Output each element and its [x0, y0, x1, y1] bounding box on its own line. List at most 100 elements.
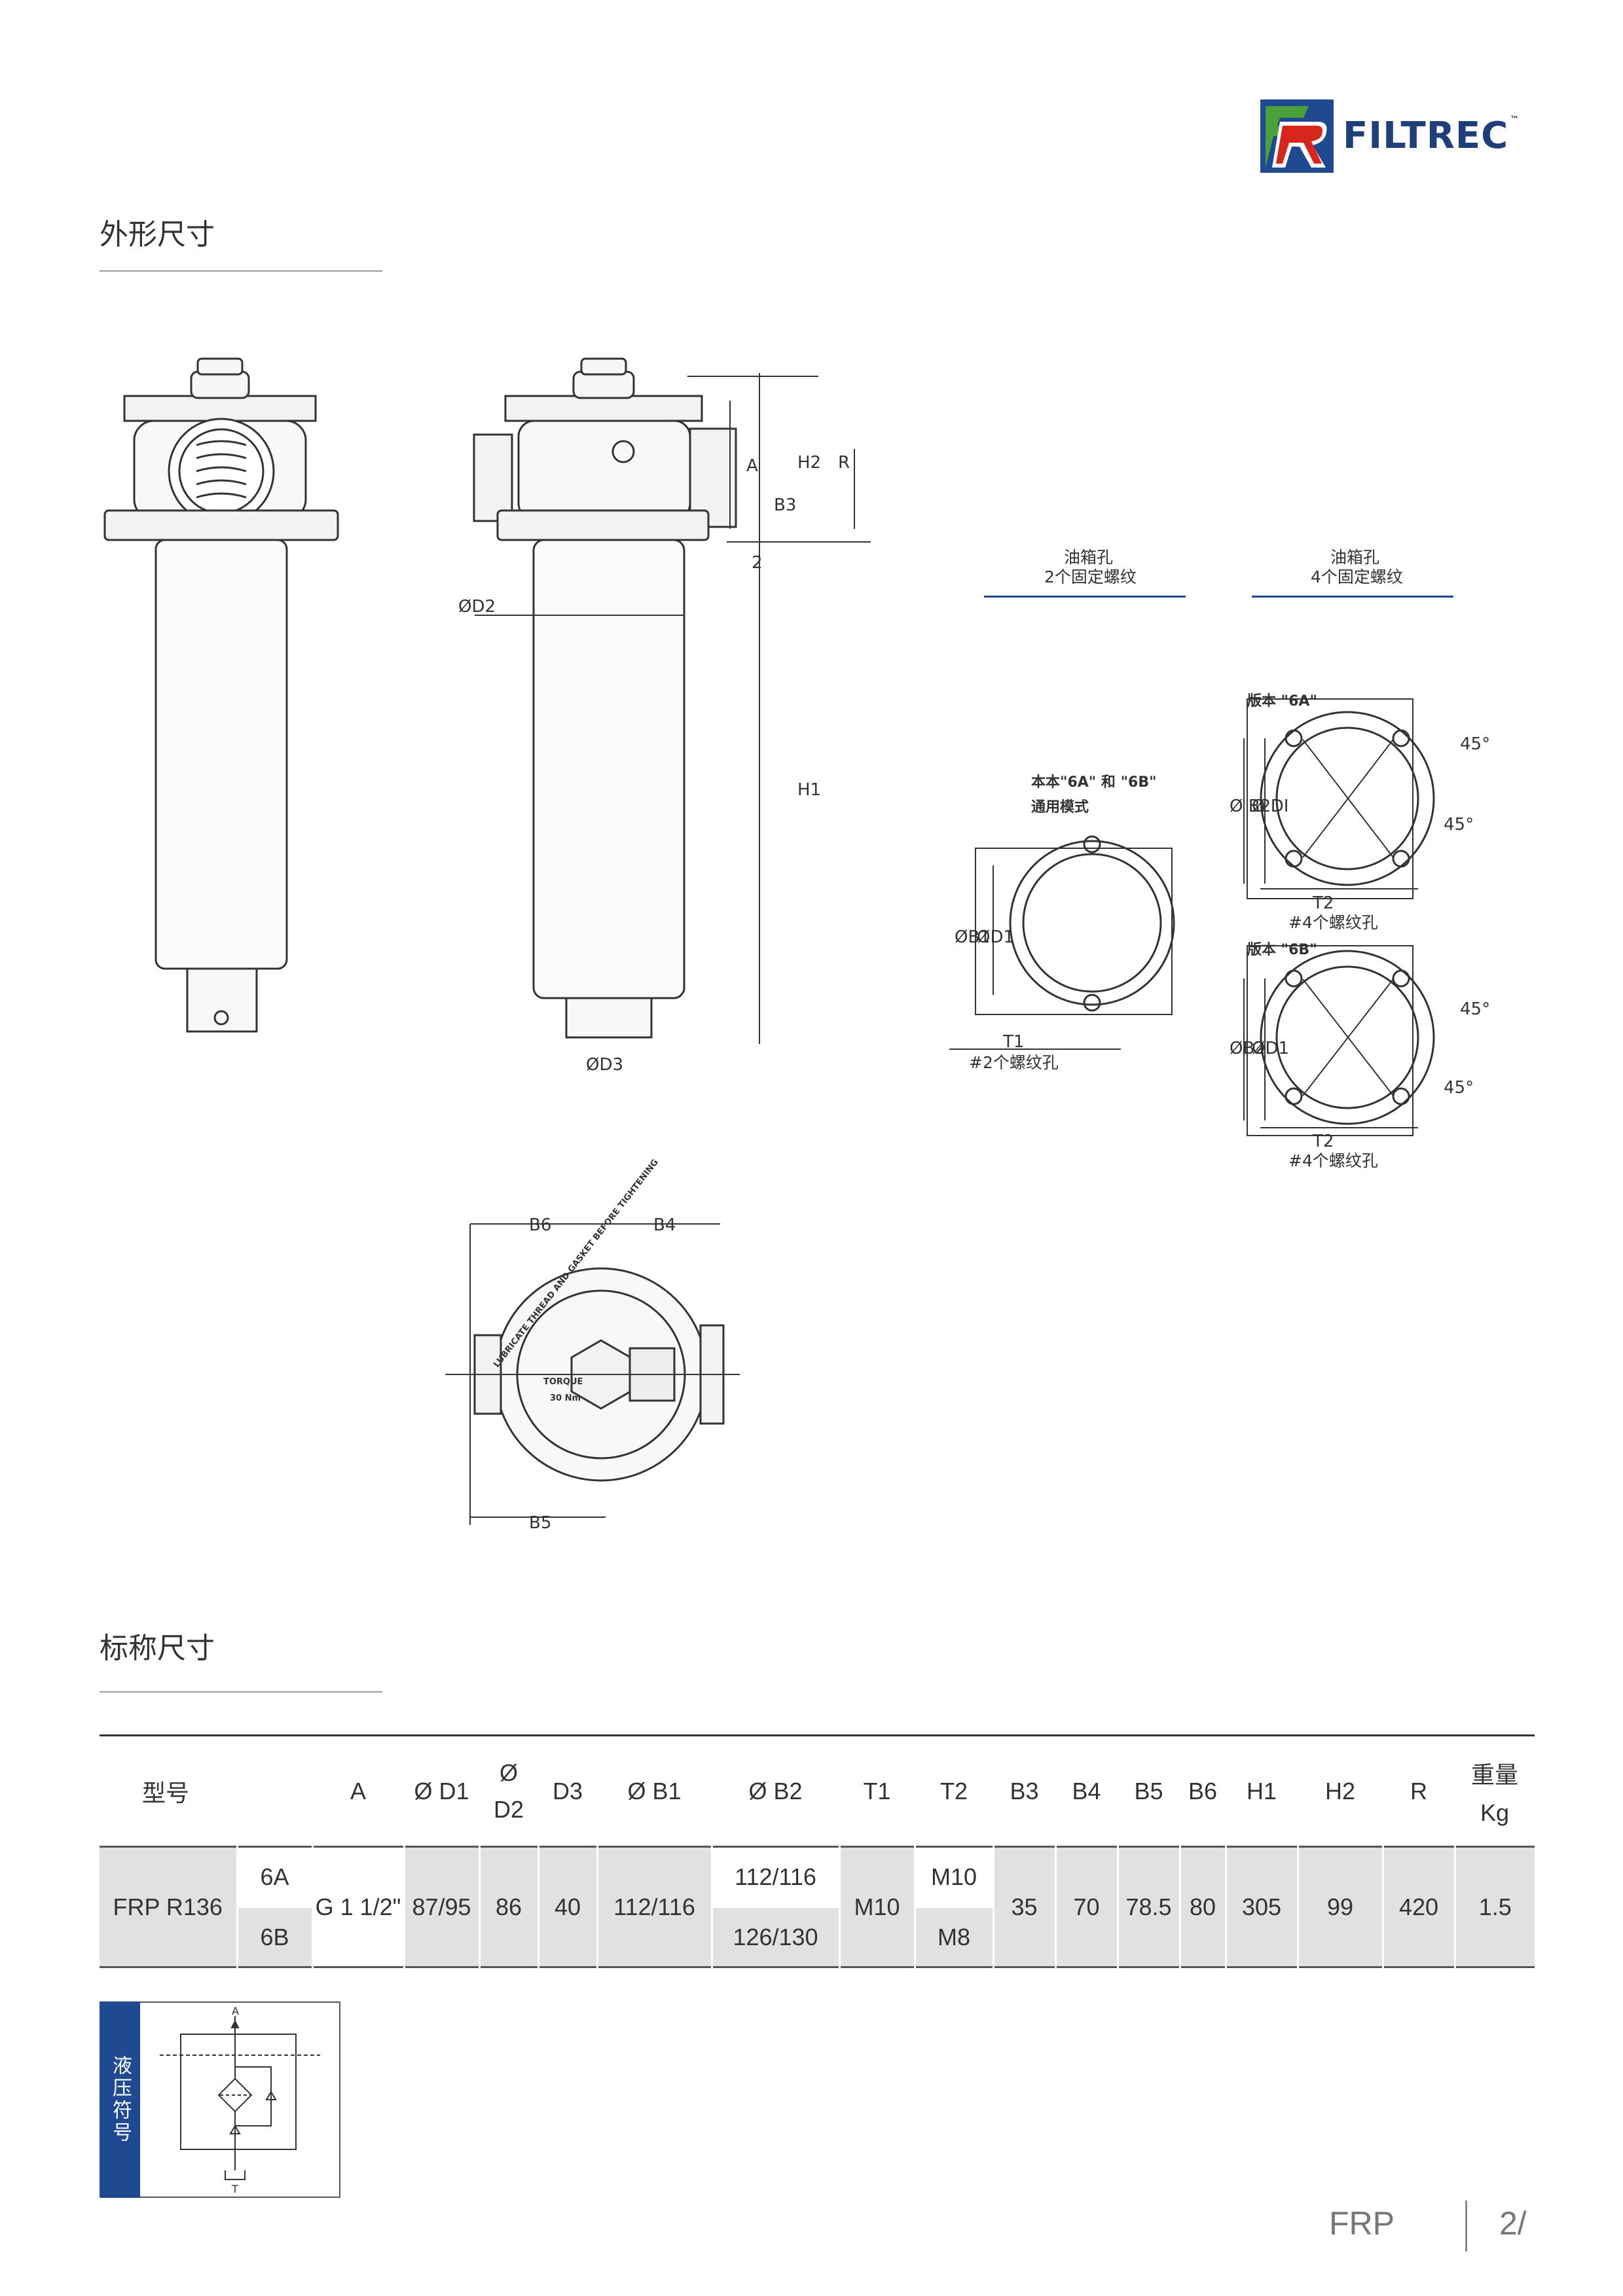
cap-torque-label: TORQUE [543, 1377, 583, 1387]
cell-h2: 99 [1296, 1846, 1383, 1967]
tank-hole-4-screws-6b [1260, 950, 1435, 1125]
cell-b6: 80 [1178, 1846, 1226, 1967]
label-d2: ØD2 [458, 597, 496, 617]
table-row: FRP R136 6A G 1 1/2" 87/95 86 40 112/116… [100, 1846, 1535, 1967]
tank-right-sub: 4个固定螺纹 [1311, 567, 1403, 586]
cell-b3: 35 [992, 1846, 1056, 1967]
header-a: A [350, 1777, 367, 1804]
outline-dimensions-title: 外形尺寸 [100, 218, 215, 251]
cell-a: G 1 1/2" [311, 1846, 405, 1967]
label-a: A [746, 456, 758, 476]
header-r: R [1410, 1777, 1428, 1804]
cell-model: FRP R136 [100, 1846, 237, 1967]
hydraulic-symbol-tab [100, 2001, 140, 2198]
cell-b5: 78.5 [1116, 1846, 1180, 1967]
version-6a-label: 版本 "6A" [1247, 693, 1317, 709]
filter-side-view-left [103, 357, 339, 1033]
cell-r: 420 [1381, 1846, 1455, 1967]
cell-variant-6b: 6B [236, 1907, 313, 1967]
port-a-label: A [232, 2005, 239, 2017]
cell-h1: 305 [1224, 1846, 1298, 1967]
label-h2: H2 [797, 453, 821, 473]
label-t1: T1 [1002, 1032, 1024, 1052]
label-t2-6b: T2 [1312, 1132, 1334, 1151]
label-45-3: 45° [1460, 999, 1490, 1019]
footer-separator [1465, 2200, 1467, 2251]
footer-model: FRP [1329, 2205, 1395, 2242]
hydraulic-symbol-tab-label: 液压符号 [109, 2055, 132, 2144]
cell-t2-6a: M10 [913, 1846, 994, 1908]
header-t2: T2 [940, 1777, 968, 1804]
cell-variant-6a: 6A [236, 1846, 313, 1908]
label-phi-d1: ØD1 [977, 927, 1014, 947]
label-h1: H1 [797, 780, 821, 800]
filtrec-logo-icon [1260, 99, 1334, 173]
cap-torque-value: 30 Nm [550, 1393, 581, 1403]
label-phi-b1: ØB1 [955, 927, 991, 947]
hydraulic-symbol-diagram: A T [160, 2005, 320, 2195]
section-underline-2 [100, 1691, 382, 1693]
technical-drawing: ØD2 ØD3 A H2 R B3 2 H1 B6 B4 B5 ØB1 ØD1 … [103, 357, 1490, 1533]
header-b1: Ø B1 [627, 1777, 682, 1804]
holes-4-6a-label: #4个螺纹孔 [1288, 913, 1378, 932]
label-r: R [838, 453, 850, 473]
header-h1: H1 [1247, 1777, 1277, 1804]
label-45-4: 45° [1444, 1078, 1474, 1098]
cell-weight: 1.5 [1453, 1846, 1535, 1967]
header-model: 型号 [142, 1779, 190, 1806]
header-b6: B6 [1188, 1777, 1218, 1804]
section-underline [100, 270, 382, 272]
header-b2: Ø B2 [748, 1777, 803, 1804]
holes-2-label: #2个螺纹孔 [969, 1053, 1059, 1072]
label-phi-b2: Ø B2 [1230, 797, 1271, 816]
cell-d1: 87/95 [403, 1846, 480, 1967]
label-b5: B5 [529, 1513, 551, 1533]
cell-t2-6b: M8 [913, 1907, 994, 1967]
version-6b-label: 版本 "6B" [1247, 942, 1317, 958]
header-b4: B4 [1072, 1777, 1101, 1804]
filter-side-view-right [473, 357, 737, 1039]
header-d3: D3 [553, 1777, 583, 1804]
label-t2-6a: T2 [1312, 893, 1334, 913]
label-d3: ØD3 [586, 1055, 623, 1075]
cell-b4: 70 [1054, 1846, 1118, 1967]
header-d1: Ø D1 [414, 1777, 469, 1804]
label-45-1: 45° [1460, 734, 1490, 754]
tank-left-title: 油箱孔 [1064, 548, 1113, 567]
cell-d3: 40 [537, 1846, 598, 1967]
cell-d2: 86 [478, 1846, 539, 1967]
header-h2: H2 [1325, 1777, 1356, 1804]
common-pattern-title: 本本"6A" 和 "6B" [1031, 774, 1157, 791]
holes-4-6b-label: #4个螺纹孔 [1288, 1151, 1378, 1170]
port-t-label: T [231, 2183, 238, 2195]
table-row: 6B 126/130 M8 [100, 1907, 1535, 1967]
label-45-2: 45° [1444, 815, 1474, 834]
tank-hole-4-screws-6a [1260, 711, 1435, 886]
header-t1: T1 [863, 1777, 891, 1804]
cell-b1: 112/116 [596, 1846, 712, 1967]
header-b3: B3 [1010, 1777, 1039, 1804]
label-phi-b2-6b: ØB2 [1230, 1039, 1266, 1058]
label-b4: B4 [653, 1215, 676, 1235]
tank-hole-2-screws [1009, 835, 1175, 1012]
tank-right-title: 油箱孔 [1330, 548, 1379, 567]
cell-t1: M10 [838, 1846, 915, 1967]
cell-b2-6b: 126/130 [710, 1907, 840, 1967]
cell-b2-6a: 112/116 [710, 1846, 840, 1908]
common-pattern-sub: 通用模式 [1031, 799, 1089, 816]
label-2: 2 [752, 553, 763, 573]
tank-left-sub: 2个固定螺纹 [1044, 567, 1137, 586]
footer-page-number: 2/ [1499, 2205, 1527, 2242]
nominal-dimensions-title: 标称尺寸 [100, 1632, 215, 1665]
label-b6: B6 [529, 1215, 551, 1235]
label-phi-di: Ø DI [1252, 797, 1288, 816]
header-b5: B5 [1134, 1777, 1163, 1804]
label-b3: B3 [774, 495, 796, 515]
label-phi-d1-6b: ØD1 [1252, 1039, 1289, 1058]
